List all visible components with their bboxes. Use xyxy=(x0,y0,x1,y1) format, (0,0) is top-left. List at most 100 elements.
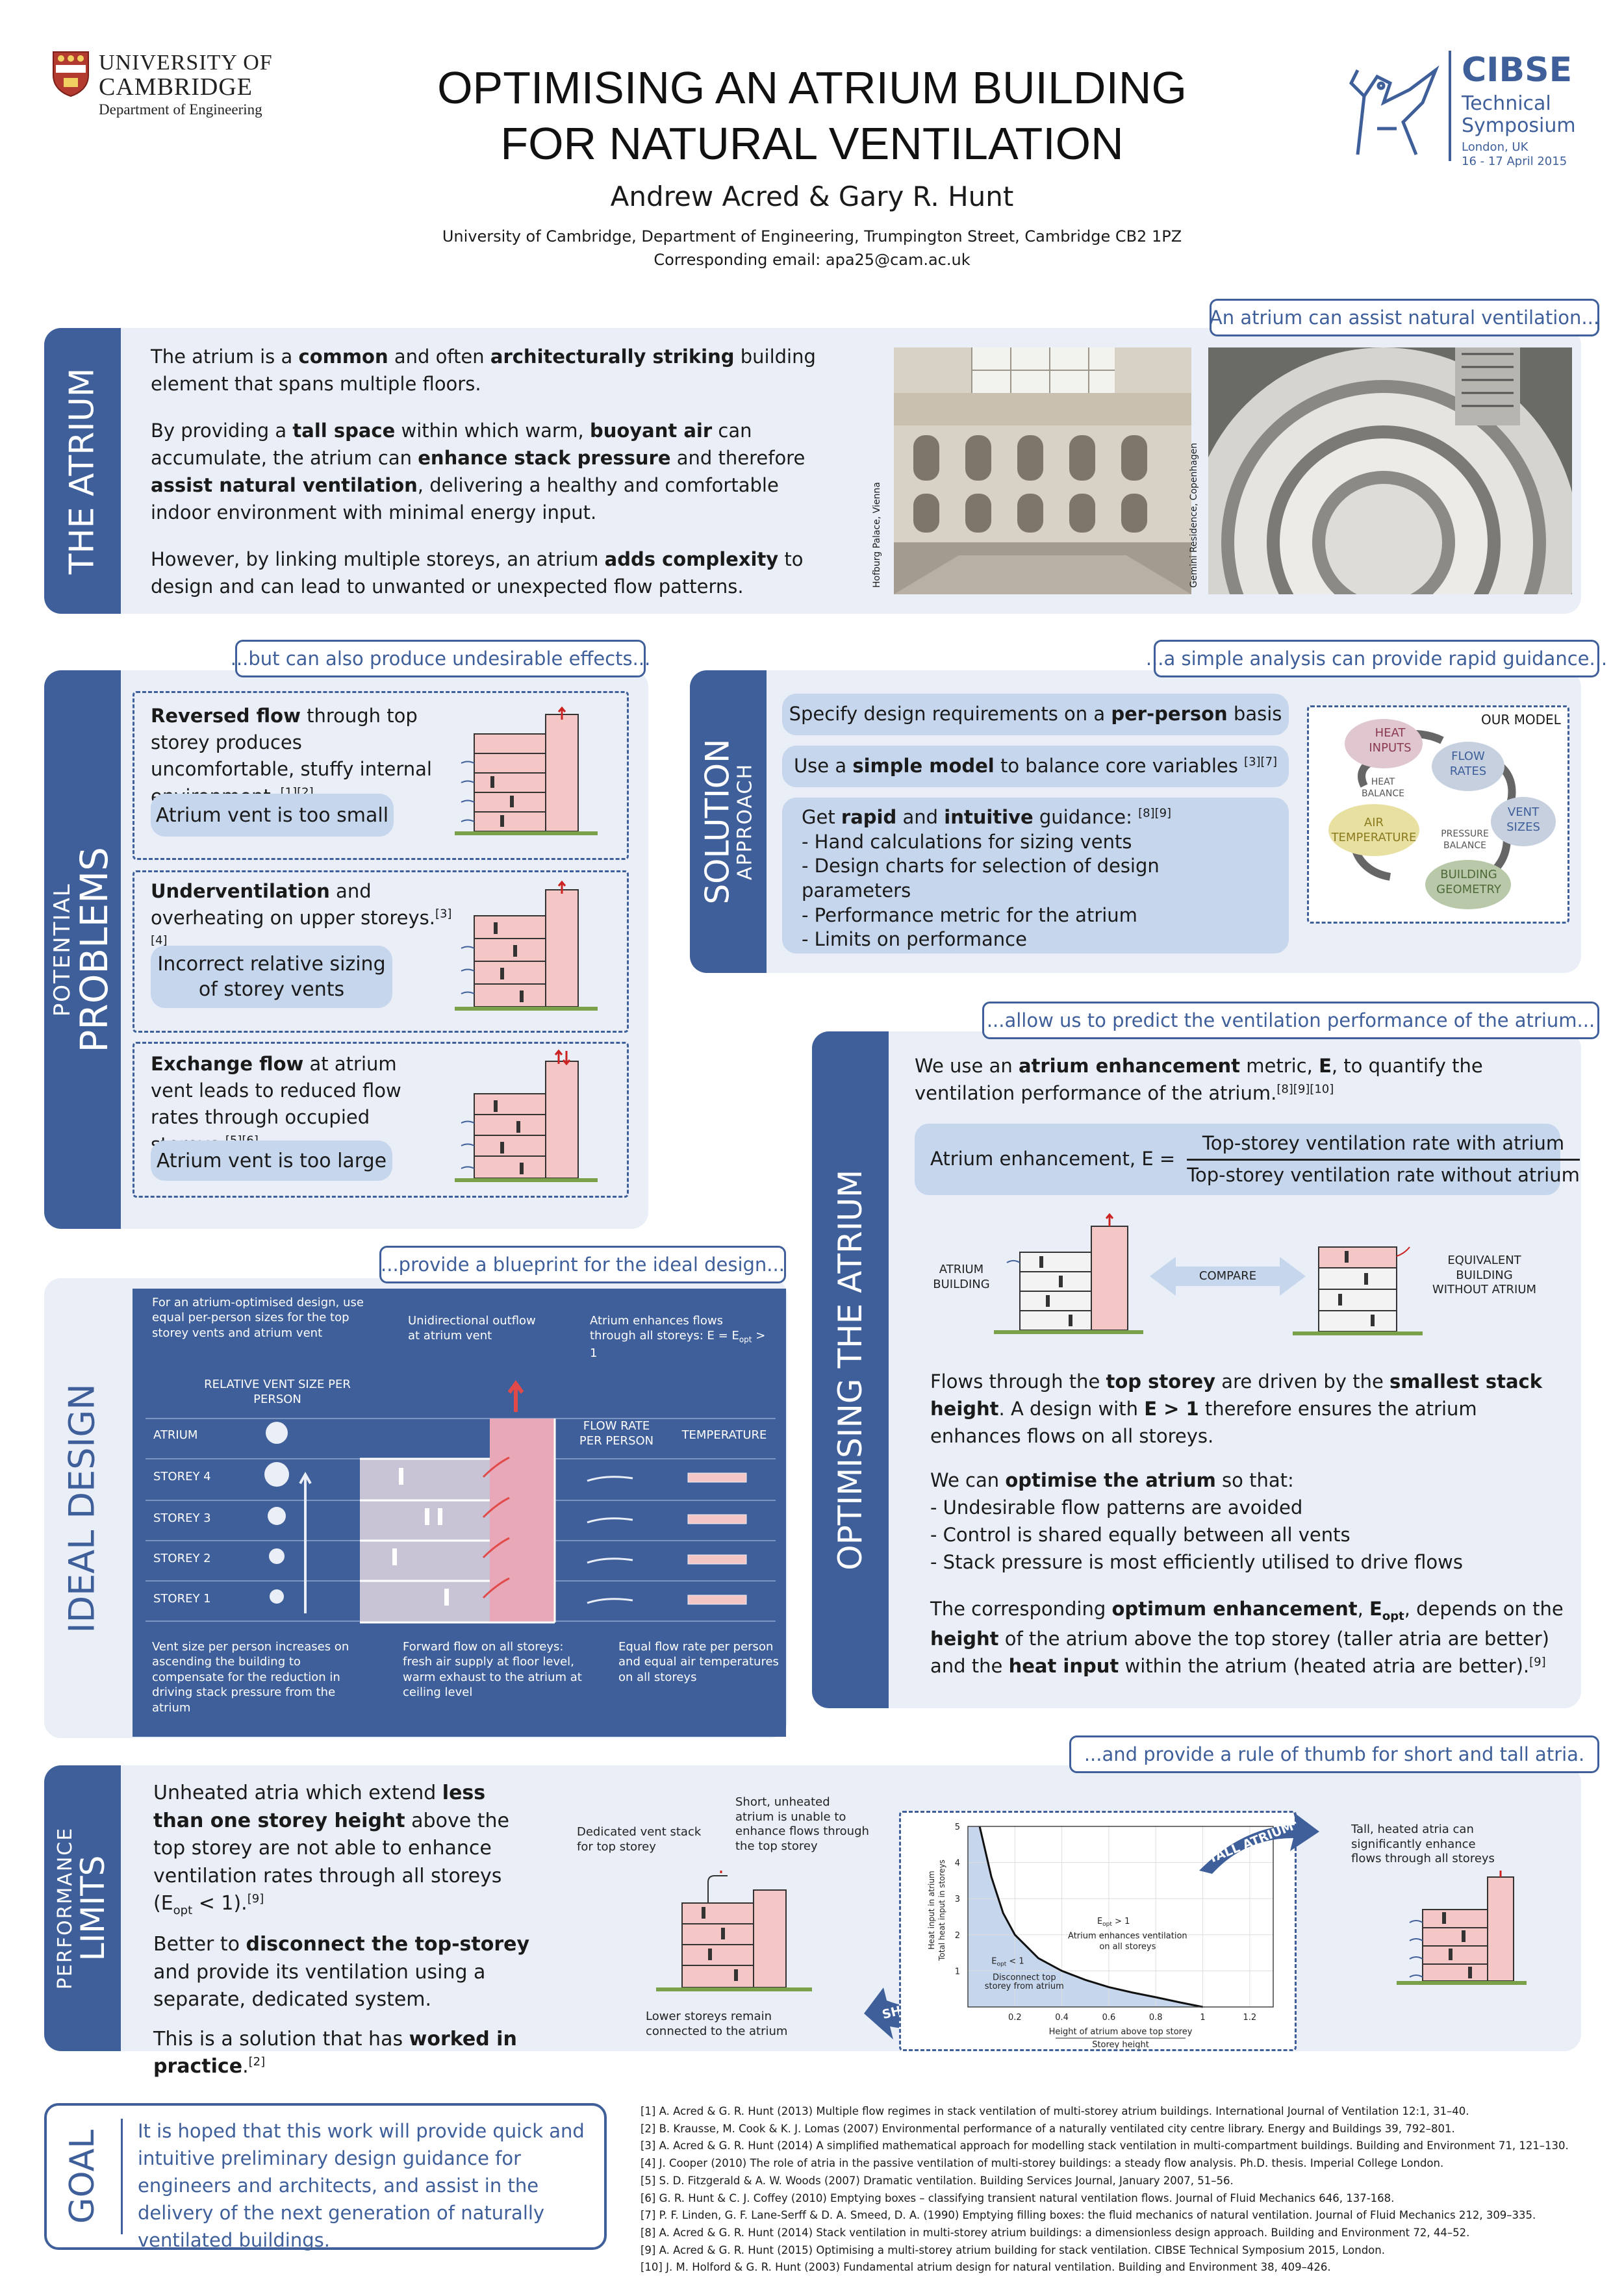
flow-rates-label: FLOW RATES xyxy=(1449,750,1487,778)
chart-xtick: 1.2 xyxy=(1243,2013,1257,2023)
solution-step-1: Specify design requirements on a per-per… xyxy=(782,694,1289,735)
problem-3-text: Exchange flow at atrium vent leads to re… xyxy=(151,1053,401,1155)
row-storey-1: STOREY 1 xyxy=(153,1592,211,1606)
heat-balance-label: HEAT BALANCE xyxy=(1362,777,1404,799)
problem-2-text: Underventilation and overheating on uppe… xyxy=(151,880,452,948)
title-line2: FOR NATURAL VENTILATION xyxy=(500,118,1124,169)
cibse-logo: CIBSE Technical Symposium London, UK 16 … xyxy=(1338,51,1585,168)
equation-denominator: Top-storey ventilation rate without atri… xyxy=(1187,1163,1580,1186)
compare-arrow-icon xyxy=(1150,1257,1306,1296)
chart-region-high-text: on all storeys xyxy=(1099,1942,1156,1952)
chart-xtick: 0.2 xyxy=(1008,2013,1022,2023)
problems-tab: POTENTIAL PROBLEMS xyxy=(44,670,121,1229)
atrium-p3: However, by linking multiple storeys, an… xyxy=(151,548,804,598)
building-geometry-node xyxy=(1425,860,1511,909)
goal-text: It is hoped that this work will provide … xyxy=(138,2120,585,2252)
limits-tab-label: PERFORMANCE LIMITS xyxy=(54,1827,112,1989)
optimising-item: - Undesirable flow patterns are avoided xyxy=(930,1496,1303,1519)
ideal-tab-label: IDEAL DESIGN xyxy=(61,1383,103,1633)
optimising-optimum: The corresponding optimum enhancement, E… xyxy=(930,1598,1564,1677)
limits-text: Unheated atria which extend less than on… xyxy=(153,1780,537,2081)
goal-tab-divider xyxy=(121,2119,123,2234)
reference-item: [9] A. Acred & G. R. Hunt (2015) Optimis… xyxy=(641,2243,1385,2256)
ideal-pill: ...provide a blueprint for the ideal des… xyxy=(379,1246,786,1283)
chart-ylabel: Heat input in atrium xyxy=(927,1871,936,1949)
reference-item: [7] P. F. Linden, G. F. Lane-Serff & D. … xyxy=(641,2209,1536,2222)
optimising-item: - Control is shared equally between all … xyxy=(930,1524,1351,1546)
equation-lhs: Atrium enhancement, E = xyxy=(930,1148,1176,1170)
reference-item: [1] A. Acred & G. R. Hunt (2013) Multipl… xyxy=(641,2105,1469,2117)
reference-item: [3] A. Acred & G. R. Hunt (2014) A simpl… xyxy=(641,2139,1569,2152)
problem-1-box xyxy=(133,691,629,860)
problems-tab-label: POTENTIAL PROBLEMS xyxy=(49,847,116,1053)
reference-item: [5] S. D. Fitzgerald & A. W. Woods (2007… xyxy=(641,2174,1234,2187)
hofburg-photo xyxy=(894,347,1191,594)
chart-xtick: 0.4 xyxy=(1055,2013,1069,2023)
enhancement-equation: Atrium enhancement, E = Top-storey venti… xyxy=(915,1124,1580,1195)
ideal-note-3: Atrium enhances flows through all storey… xyxy=(590,1314,766,1360)
problems-tab-small: POTENTIAL xyxy=(49,883,75,1016)
reference-item: [4] J. Cooper (2010) The role of atria i… xyxy=(641,2157,1444,2170)
equivalent-building-icon xyxy=(1293,1246,1423,1335)
solution-pill: ...a simple analysis can provide rapid g… xyxy=(1146,640,1607,677)
problem-3-box xyxy=(133,1042,629,1198)
chart-xtick: 1 xyxy=(1200,2013,1205,2023)
heat-inputs-node xyxy=(1345,719,1423,768)
reference-item: [6] G. R. Hunt & C. J. Coffey (2010) Emp… xyxy=(641,2191,1395,2204)
chart-region-low xyxy=(968,1826,1203,2007)
atrium-p2: By providing a tall space within which w… xyxy=(151,420,806,524)
chart-ytick: 2 xyxy=(955,1931,960,1941)
problem-1-building-icon xyxy=(455,706,598,835)
chart-ytick: 5 xyxy=(955,1823,960,1832)
tall-heated-label: Tall, heated atria can significantly enh… xyxy=(1351,1823,1495,1865)
goal-tab: GOAL xyxy=(44,2103,121,2250)
chart-ytick: 4 xyxy=(955,1859,960,1869)
flow-rates-node xyxy=(1432,742,1504,791)
flowrate-label: FLOW RATE PER PERSON xyxy=(579,1419,654,1448)
solution-item: - Limits on performance xyxy=(802,928,1027,951)
uni-dept: Department of Engineering xyxy=(99,101,262,118)
cambridge-shield-icon xyxy=(53,51,89,97)
chart-xtick: 0.6 xyxy=(1102,2013,1116,2023)
ideal-bottom-1: Vent size per person increases on ascend… xyxy=(152,1640,349,1715)
air-temperature-label: AIR TEMPERATURE xyxy=(1331,816,1417,844)
optimising-item: - Stack pressure is most efficiently uti… xyxy=(930,1551,1463,1574)
row-storey-2: STOREY 2 xyxy=(153,1552,211,1565)
limits-tab: PERFORMANCE LIMITS xyxy=(44,1765,121,2051)
solution-step-3: Get rapid and intuitive guidance: [8][9]… xyxy=(782,798,1289,953)
optimising-list: We can optimise the atrium so that: - Un… xyxy=(930,1467,1554,1576)
row-storey-4: STOREY 4 xyxy=(153,1470,211,1483)
gemini-caption: Gemini Residence, Copenhagen xyxy=(1189,442,1199,588)
references: [1] A. Acred & G. R. Hunt (2013) Multipl… xyxy=(641,2103,1582,2277)
chart-frame xyxy=(967,1826,1274,2008)
reference-item: [8] A. Acred & G. R. Hunt (2014) Stack v… xyxy=(641,2227,1470,2239)
model-title: OUR MODEL xyxy=(1481,712,1561,727)
problem-2-cause: Incorrect relative sizing of storey vent… xyxy=(151,946,392,1008)
ideal-building-diagram xyxy=(146,1380,776,1624)
chart-ytick: 3 xyxy=(955,1895,960,1904)
chart-xlabel: Height of atrium above top storey xyxy=(1049,2027,1193,2037)
chart-region-low-text: storey from atrium xyxy=(985,1982,1064,1991)
solution-tab: SOLUTION APPROACH xyxy=(690,670,767,973)
solution-tab-big: SOLUTION xyxy=(699,738,737,905)
limits-pill: ...and provide a rule of thumb for short… xyxy=(1069,1735,1599,1773)
atrium-pill: An atrium can assist natural ventilation… xyxy=(1210,299,1599,336)
chart-region-high-label: Eopt > 1 xyxy=(1097,1917,1130,1928)
goal-tab-label: GOAL xyxy=(62,2129,102,2224)
solution-step-3-head: Get rapid and intuitive guidance: [8][9] xyxy=(802,806,1172,828)
reference-item: [10] J. M. Holford & G. R. Hunt (2003) F… xyxy=(641,2261,1331,2274)
temperature-label: TEMPERATURE xyxy=(681,1428,767,1442)
dedicated-label: Dedicated vent stack for top storey xyxy=(577,1825,702,1854)
solution-item: - Performance metric for the atrium xyxy=(802,903,1137,926)
goal-box xyxy=(44,2103,607,2250)
ideal-note-1: For an atrium-optimised design, use equa… xyxy=(152,1296,364,1340)
problem-2-box xyxy=(133,870,629,1033)
lower-storeys-label: Lower storeys remain connected to the at… xyxy=(646,2010,788,2038)
problem-2-cause-l1: Incorrect relative sizing xyxy=(157,953,386,976)
title-line1: OPTIMISING AN ATRIUM BUILDING xyxy=(437,62,1187,113)
chart-ylabel: Total heat input in storeys xyxy=(937,1860,946,1962)
cibse-divider xyxy=(1449,51,1451,161)
cambridge-logo: UNIVERSITY OF CAMBRIDGE Department of En… xyxy=(52,51,338,129)
row-storey-3: STOREY 3 xyxy=(153,1511,211,1525)
